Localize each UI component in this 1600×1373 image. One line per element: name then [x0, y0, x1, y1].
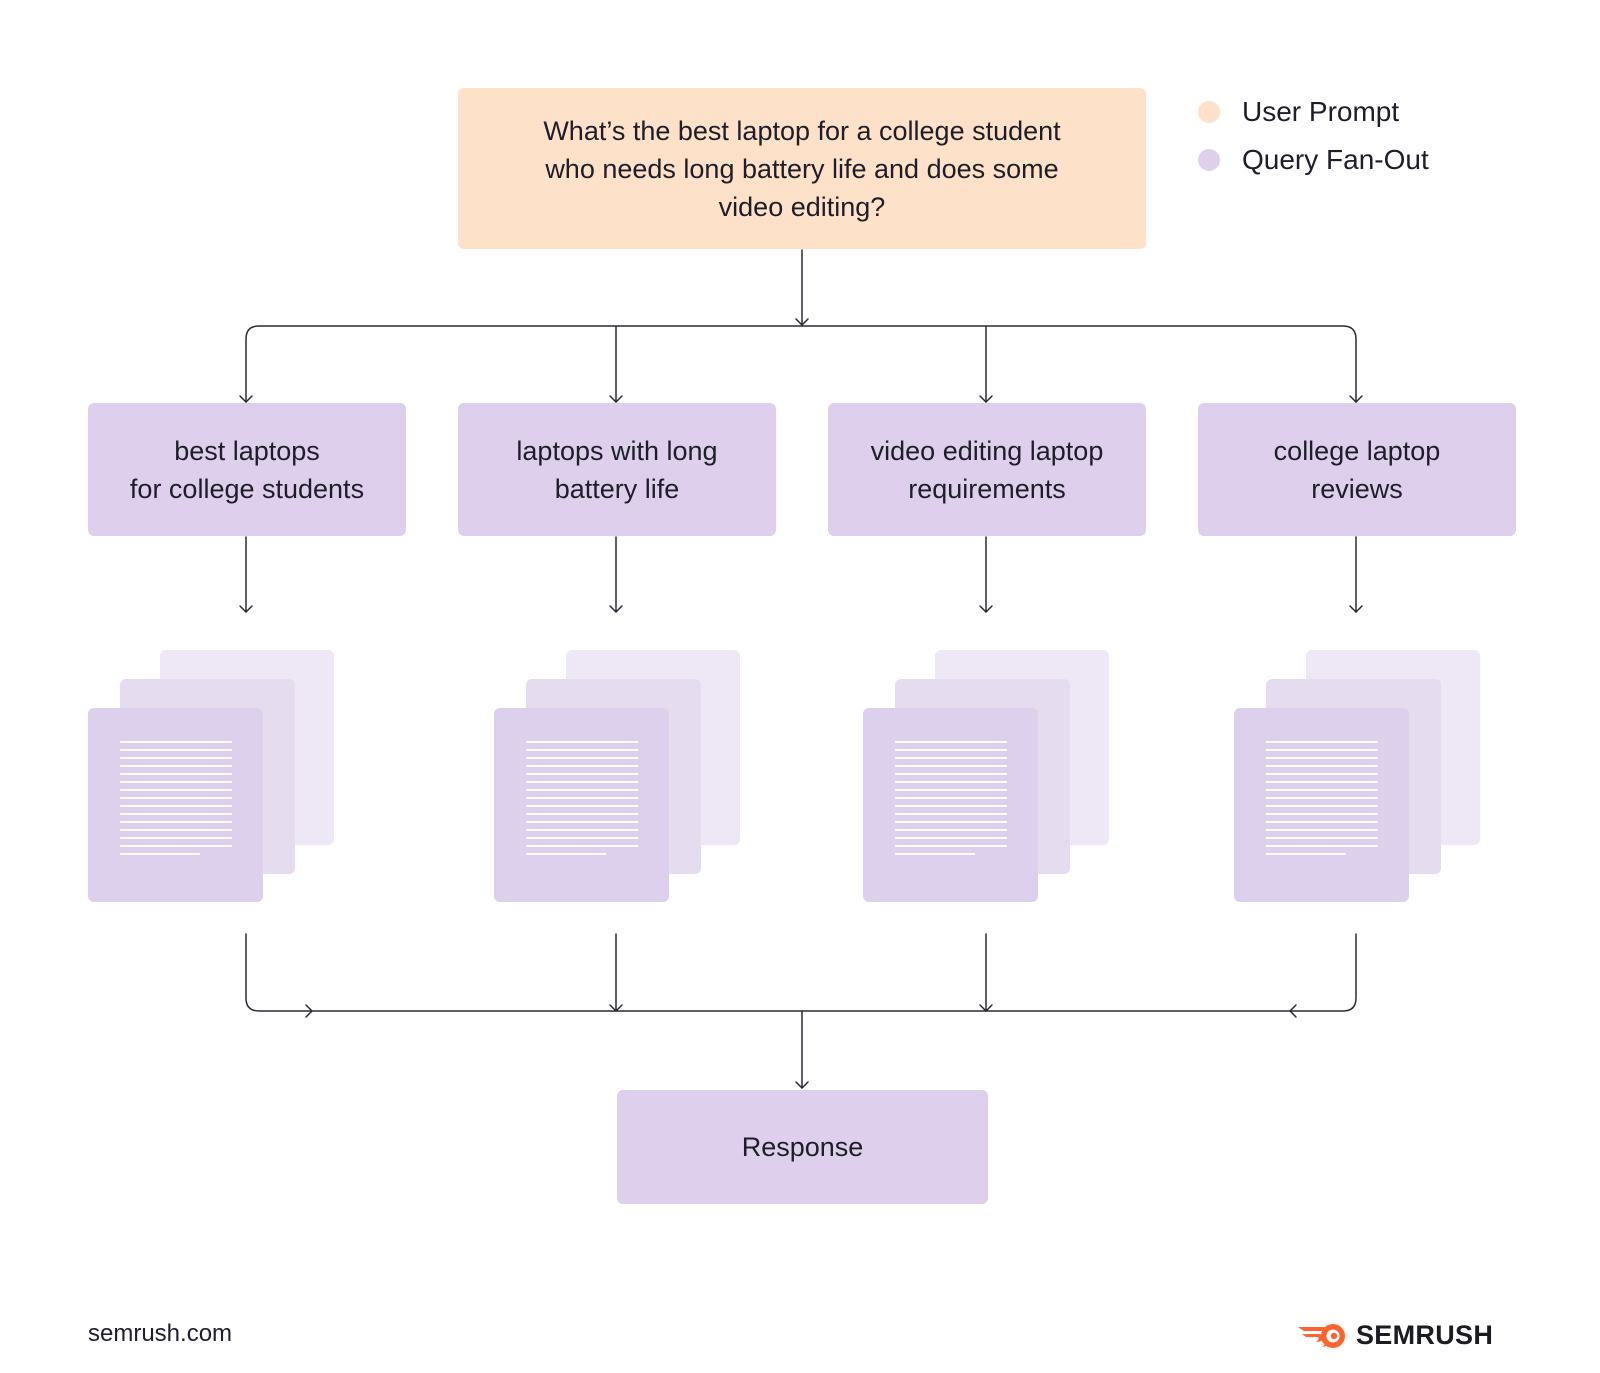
arrowhead-merge-right — [1289, 1004, 1297, 1018]
arrowhead-merge-2 — [609, 1004, 623, 1012]
query-box-4: college laptop reviews — [1198, 403, 1516, 536]
arrowhead-query-4 — [1349, 395, 1363, 403]
user-prompt-box: What’s the best laptop for a college stu… — [458, 88, 1146, 249]
document-stack-icon — [494, 650, 740, 902]
connector-merge-bar — [245, 933, 1357, 1012]
document-stack-icon — [863, 650, 1109, 902]
semrush-flame-icon — [1298, 1323, 1345, 1348]
legend-label: User Prompt — [1242, 96, 1400, 127]
arrowhead-docs-1 — [239, 605, 253, 613]
arrowhead-prompt — [795, 318, 809, 326]
footer-url: semrush.com — [88, 1320, 233, 1347]
query-text: college laptop reviews — [1273, 435, 1441, 504]
query-box-2: laptops with long battery life — [458, 403, 776, 536]
legend-item-user-prompt: User Prompt — [1198, 88, 1429, 136]
arrowhead-merge-3 — [979, 1004, 993, 1012]
user-prompt-text: What’s the best laptop for a college stu… — [543, 115, 1061, 222]
legend: User Prompt Query Fan-Out — [1198, 88, 1429, 184]
query-text: video editing laptop requirements — [870, 435, 1104, 504]
legend-label: Query Fan-Out — [1242, 144, 1429, 175]
arrowhead-query-2 — [609, 395, 623, 403]
response-box: Response — [617, 1090, 988, 1204]
query-text: best laptops for college students — [129, 435, 365, 504]
arrowhead-merge-left — [305, 1004, 313, 1018]
semrush-logo: SEMRUSH — [1296, 1320, 1493, 1351]
semrush-wordmark: SEMRUSH — [1356, 1320, 1494, 1350]
user-prompt-swatch-icon — [1198, 101, 1220, 123]
connector-fanout-bar — [245, 325, 1357, 403]
query-box-1: best laptops for college students — [88, 403, 406, 536]
query-text: laptops with long battery life — [516, 435, 718, 504]
arrowhead-query-1 — [239, 395, 253, 403]
arrowhead-docs-4 — [1349, 605, 1363, 613]
document-stack-icon — [88, 650, 334, 902]
legend-item-query-fan-out: Query Fan-Out — [1198, 136, 1429, 184]
arrowhead-docs-2 — [609, 605, 623, 613]
arrowhead-query-3 — [979, 395, 993, 403]
query-box-3: video editing laptop requirements — [828, 403, 1146, 536]
arrowhead-docs-3 — [979, 605, 993, 613]
arrowhead-response — [795, 1081, 809, 1089]
document-stack-icon — [1234, 650, 1480, 902]
response-text: Response — [741, 1132, 864, 1162]
query-fan-out-swatch-icon — [1198, 149, 1220, 171]
